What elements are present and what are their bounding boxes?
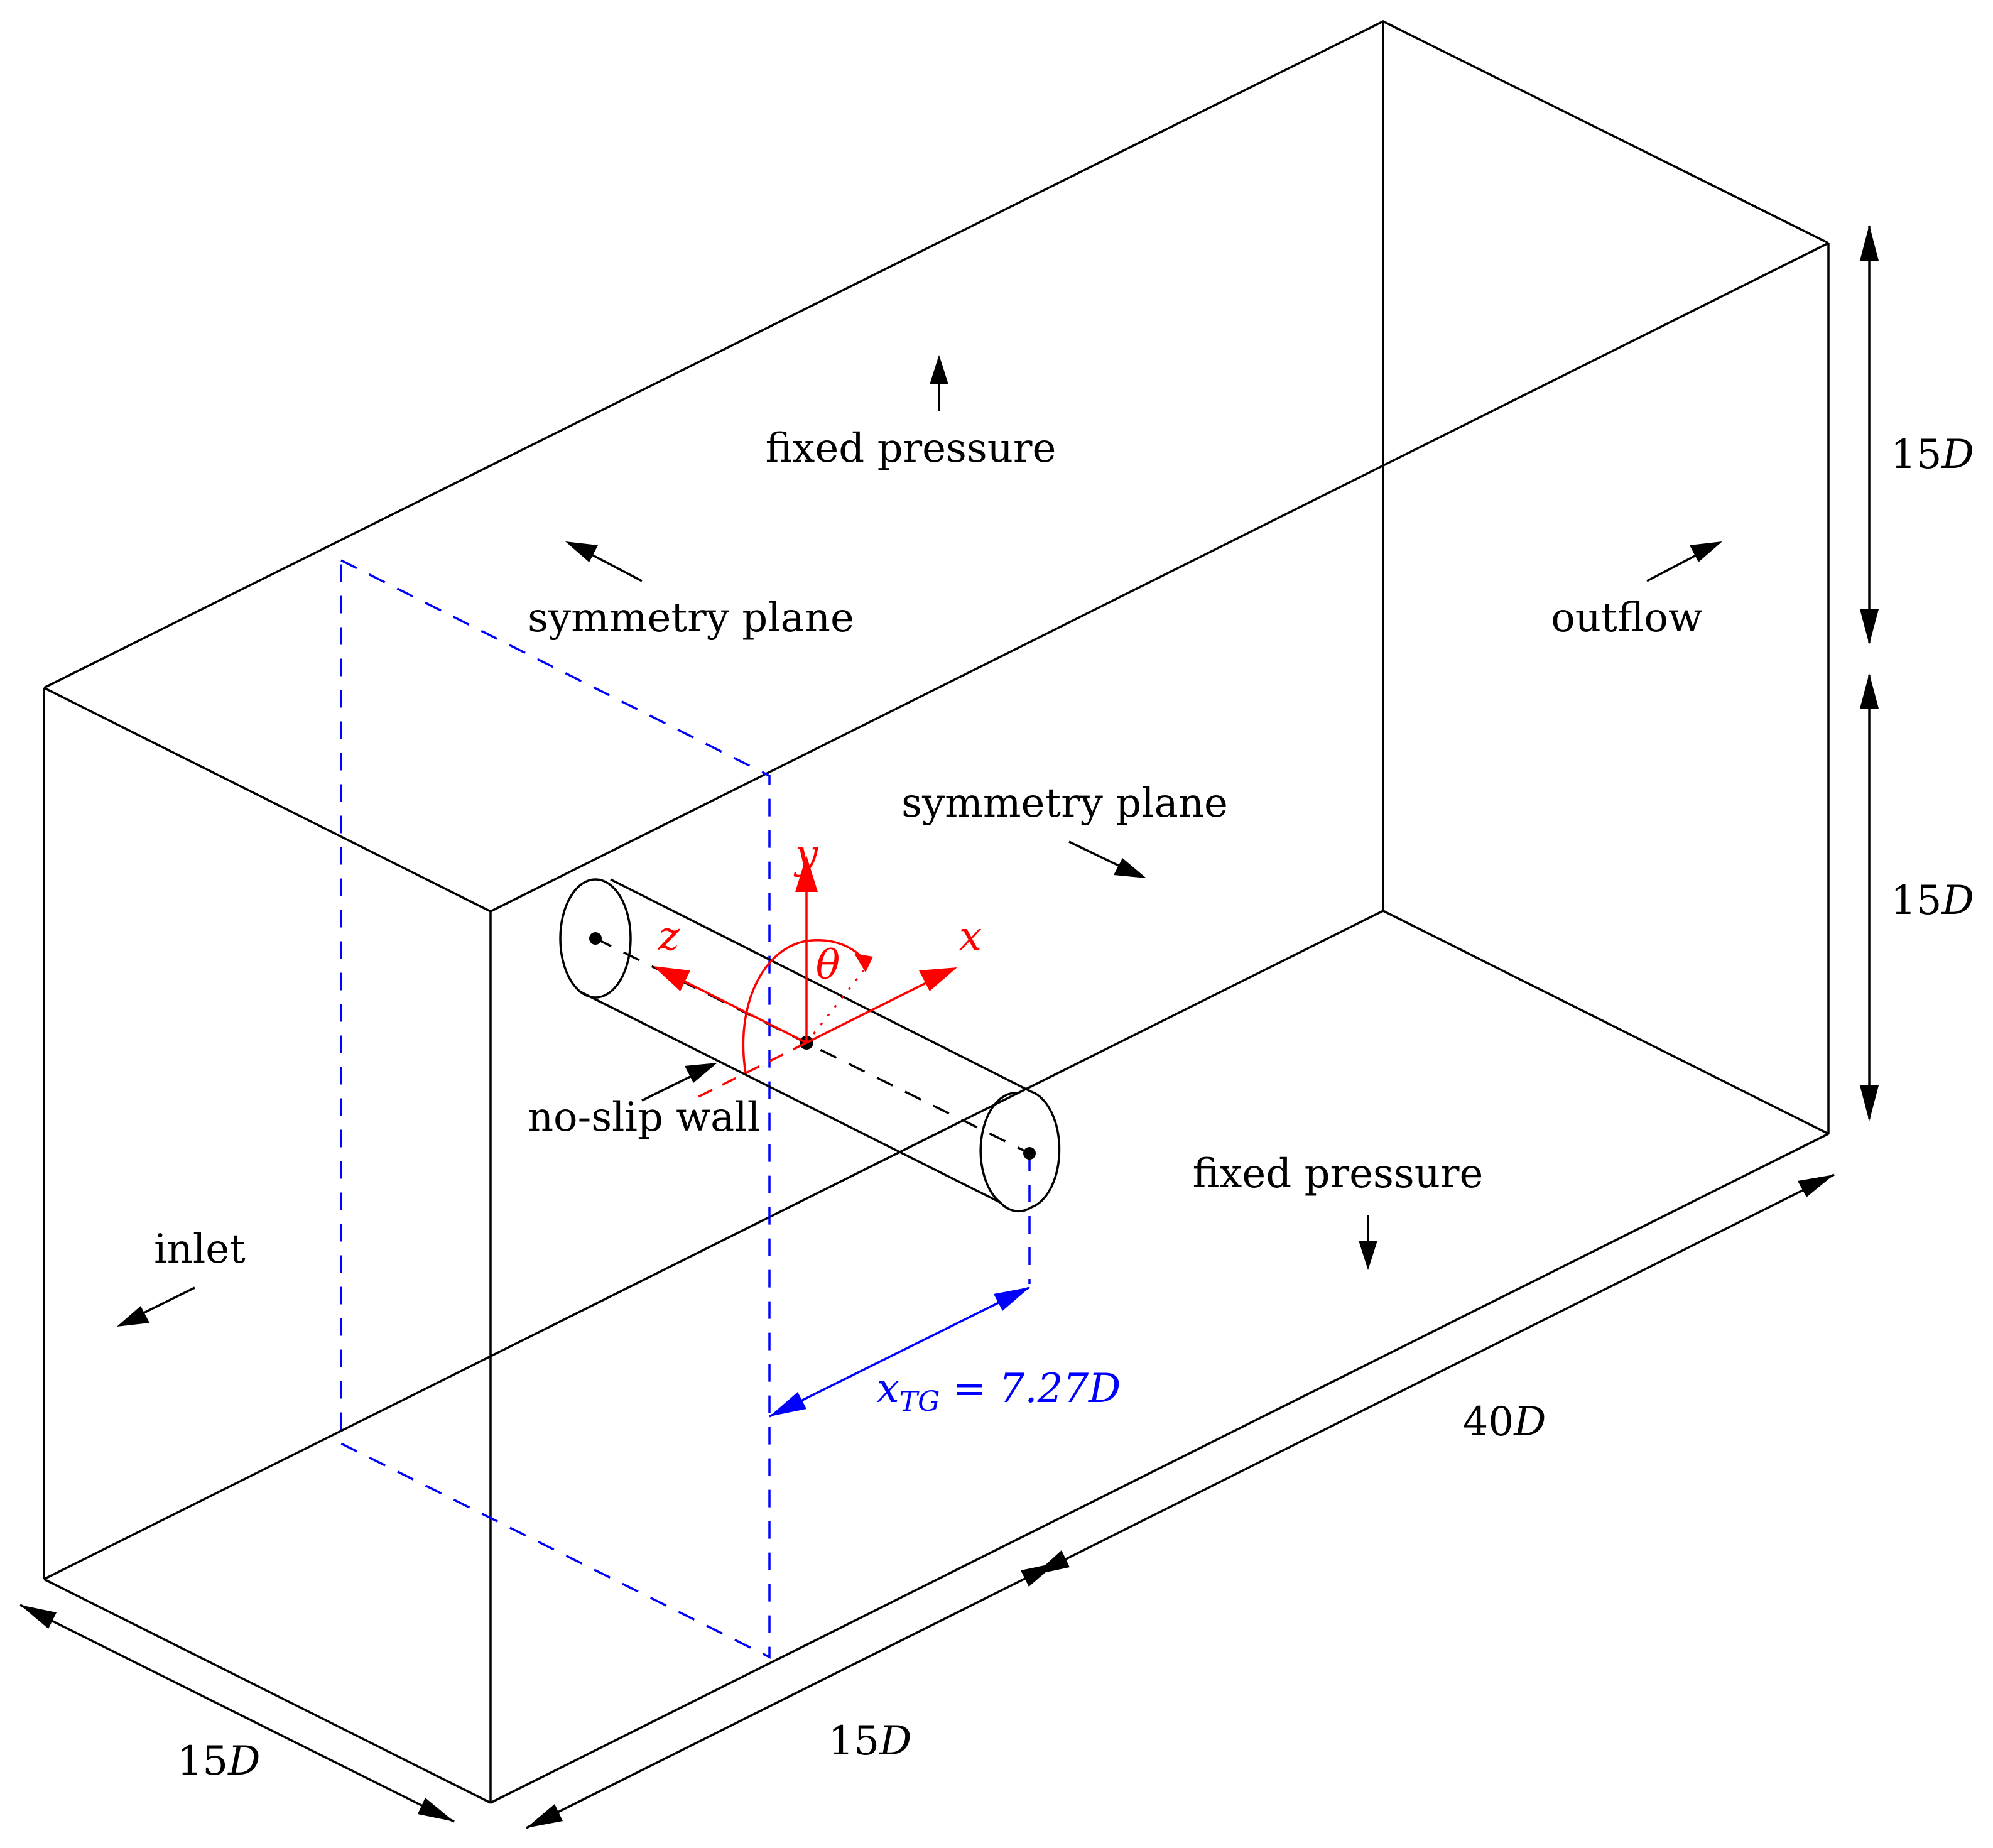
arrow-up-right-icon — [685, 1063, 717, 1083]
x-axis-arrowhead — [919, 967, 957, 991]
domain-box — [43, 20, 1830, 1804]
cylinder — [559, 878, 1061, 1213]
dimension-arrows — [19, 225, 1879, 1829]
arrow-up-right-icon — [1690, 541, 1722, 562]
axis-point-near — [589, 932, 602, 945]
label-symmetry-plane-front: symmetry plane — [901, 780, 1228, 827]
dim-x-tg: xTG = 7.27D — [877, 1366, 1121, 1418]
x-axis-label: x — [959, 913, 982, 960]
label-fixed-pressure-top: fixed pressure — [766, 425, 1056, 472]
theta-arc — [742, 939, 868, 1073]
dimension-labels: 15D 15D 40D 15D 15D xTG = 7.27D — [177, 432, 1974, 1785]
z-axis-arrowhead — [653, 966, 690, 991]
label-inlet: inlet — [154, 1226, 246, 1273]
cylinder-end-far — [999, 1090, 1061, 1213]
dim-height-upper: 15D — [1891, 432, 1974, 478]
arrow-down-left-icon — [117, 1306, 149, 1327]
boundary-labels: fixed pressure symmetry plane outflow sy… — [117, 355, 1722, 1327]
dim-width-front: 15D — [177, 1738, 261, 1785]
arrow-down-icon — [1359, 1241, 1377, 1270]
cylinder-end-near — [559, 878, 632, 999]
arrow-up-left-icon — [565, 541, 598, 562]
label-no-slip-wall: no-slip wall — [528, 1094, 760, 1141]
label-outflow: outflow — [1551, 595, 1702, 641]
label-fixed-pressure-bottom: fixed pressure — [1193, 1151, 1484, 1197]
dim-height-lower: 15D — [1891, 878, 1974, 924]
y-axis-label: y — [793, 832, 818, 878]
tripping-plane — [340, 559, 1031, 1659]
axis-point-far — [1023, 1147, 1036, 1160]
theta-label: θ — [816, 942, 840, 989]
coordinate-system: y x z θ — [653, 832, 982, 1102]
dim-depth-bottom: 15D — [828, 1718, 912, 1764]
dim-length: 40D — [1463, 1399, 1546, 1445]
y-axis-arrowhead — [795, 856, 818, 892]
arrow-up-icon — [930, 355, 948, 384]
label-symmetry-plane-back: symmetry plane — [528, 595, 854, 641]
arrow-down-right-icon — [1114, 858, 1146, 878]
z-axis-label: z — [658, 913, 680, 960]
